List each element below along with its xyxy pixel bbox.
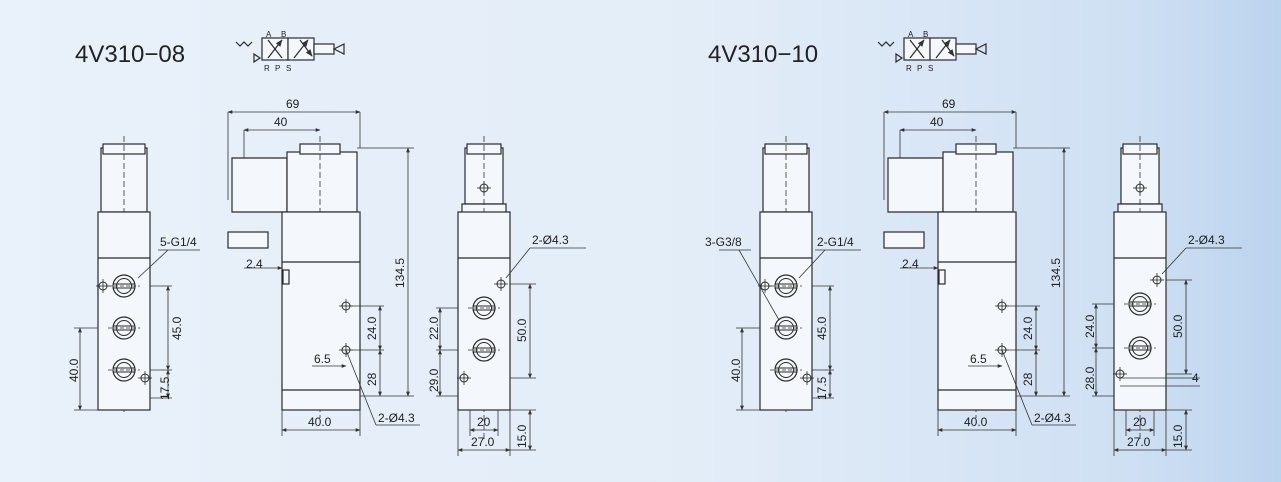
port-size-label: 5-G1/4: [160, 235, 197, 249]
symbol-s: S: [928, 64, 933, 73]
dim-20: 20: [477, 415, 491, 429]
valve-symbol: A B R P S: [235, 30, 345, 73]
dim-17-5: 17.5: [158, 376, 172, 400]
model-title: 4V310−10: [708, 41, 818, 68]
valve-symbol: A B R P S: [877, 30, 987, 73]
dim-24: 24.0: [365, 316, 379, 340]
dim-22: 22.0: [427, 316, 441, 340]
dim-69: 69: [286, 97, 300, 111]
dim-24: 24.0: [1021, 316, 1035, 340]
dim-27: 27.0: [1127, 435, 1151, 449]
mount-hole-bottom-label: 2-Ø4.3: [378, 411, 415, 425]
dim-2-4: 2.4: [246, 257, 263, 271]
variant-2: 4V310−10 A B R P S: [705, 30, 1242, 456]
end-view: 2-Ø4.3 50.0 22.0 29.0 20 27.0 15.0: [427, 136, 586, 456]
dim-45: 45.0: [170, 316, 184, 340]
front-view: 5-G1/4 45.0 17.5 40.0: [67, 136, 200, 412]
dim-28: 28: [365, 372, 379, 386]
model-title: 4V310−08: [75, 41, 185, 68]
symbol-a: A: [908, 30, 914, 39]
dim-134-5: 134.5: [393, 258, 407, 288]
dim-6-5: 6.5: [970, 352, 987, 366]
symbol-p: P: [275, 64, 280, 73]
symbol-a: A: [266, 30, 272, 39]
mount-hole-right-label: 2-Ø4.3: [1188, 233, 1225, 247]
dim-40: 40.0: [729, 358, 743, 382]
connector: [883, 231, 925, 249]
variant-1: 4V310−08 A B R P S: [67, 30, 586, 456]
dim-40-top: 40: [930, 115, 944, 129]
dim-40-base: 40.0: [308, 415, 332, 429]
dim-2-4: 2.4: [902, 257, 919, 271]
dim-40-base: 40.0: [964, 415, 988, 429]
dim-27: 27.0: [471, 435, 495, 449]
side-view: 69 40 2.4 134.5 24.0 28: [883, 97, 1076, 436]
dim-50: 50.0: [515, 318, 529, 342]
port-size-a-label: 3-G3/8: [705, 235, 742, 249]
symbol-r: R: [906, 64, 912, 73]
dim-15: 15.0: [1171, 424, 1185, 448]
dim-40: 40.0: [67, 358, 81, 382]
dim-24: 24.0: [1083, 314, 1097, 338]
dim-4: 4: [1192, 371, 1199, 385]
symbol-b: B: [923, 30, 928, 39]
dim-6-5: 6.5: [314, 352, 331, 366]
side-view: 69 40 2.4 134.5 24.0 28: [227, 97, 420, 436]
dim-45: 45.0: [815, 316, 829, 340]
symbol-s: S: [286, 64, 291, 73]
mount-hole-right-label: 2-Ø4.3: [532, 233, 569, 247]
dim-28: 28.0: [1083, 366, 1097, 390]
symbol-r: R: [264, 64, 270, 73]
connector: [227, 231, 269, 249]
dim-40-top: 40: [274, 115, 288, 129]
dim-134-5: 134.5: [1049, 258, 1063, 288]
symbol-p: P: [917, 64, 922, 73]
dim-69: 69: [942, 97, 956, 111]
dim-15: 15.0: [515, 424, 529, 448]
symbol-b: B: [281, 30, 286, 39]
dim-28: 28: [1021, 372, 1035, 386]
mount-hole-bottom-label: 2-Ø4.3: [1034, 411, 1071, 425]
dim-17-5: 17.5: [815, 376, 829, 400]
dim-50: 50.0: [1171, 314, 1185, 338]
end-view: 2-Ø4.3 50.0 24.0 28.0 4 20 27.0: [1083, 136, 1242, 456]
dim-29: 29.0: [427, 368, 441, 392]
front-view: 3-G3/8 2-G1/4 45.0 17.5 40.0: [705, 136, 861, 412]
dim-20: 20: [1133, 415, 1147, 429]
port-size-b-label: 2-G1/4: [817, 235, 854, 249]
